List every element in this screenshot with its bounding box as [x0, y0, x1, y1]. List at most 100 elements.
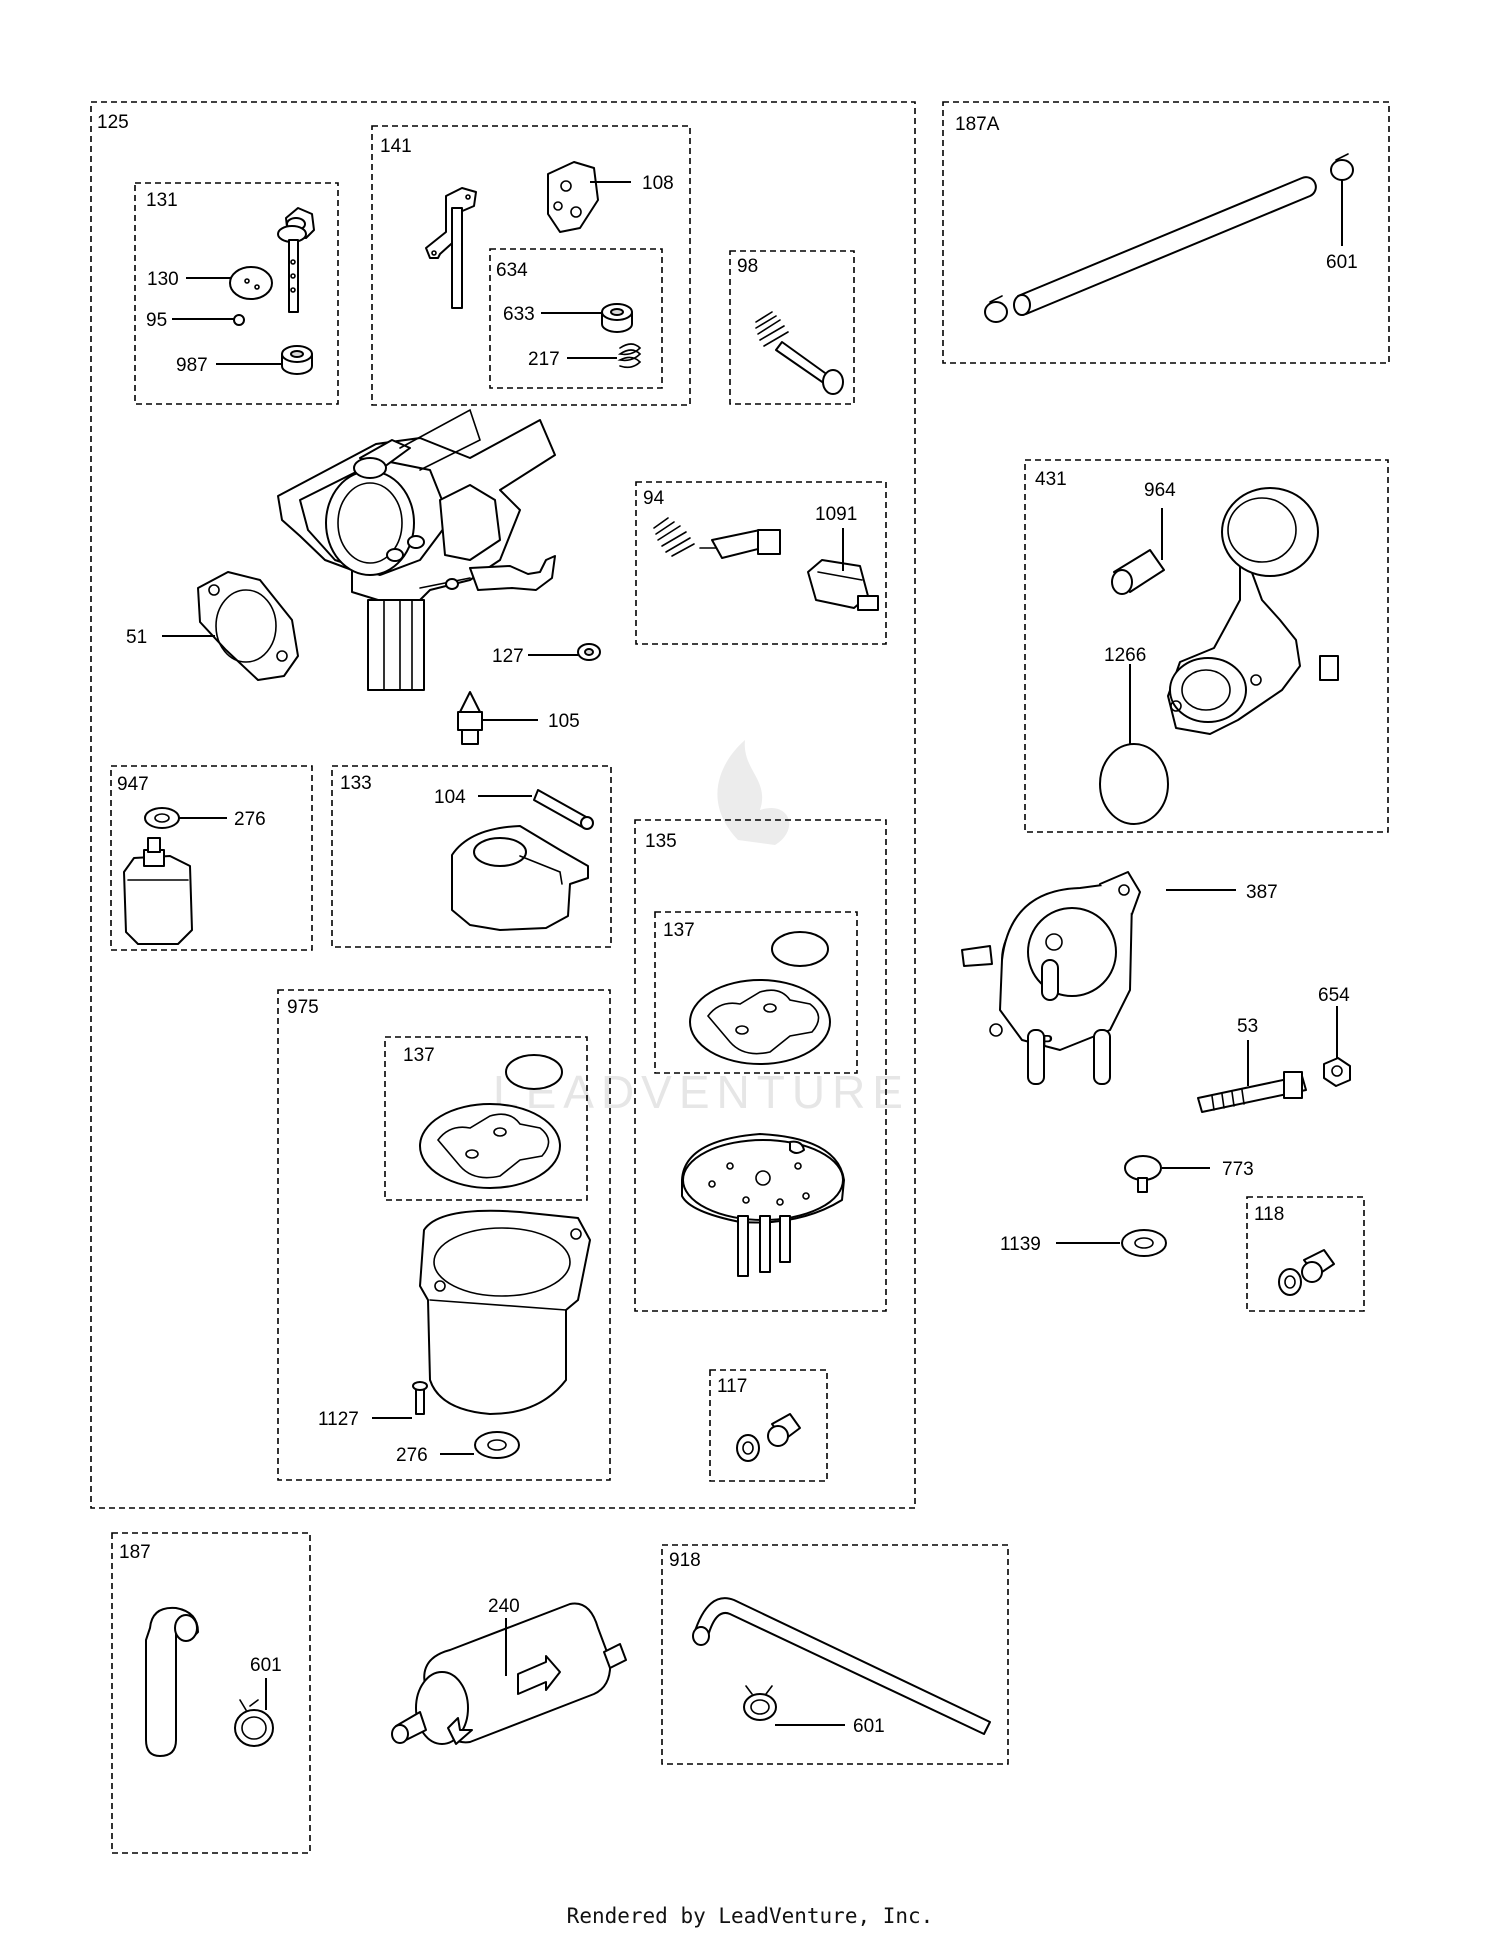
part-95-screw — [233, 314, 245, 326]
group-label-133: 133 — [340, 773, 372, 794]
group-label-137-lower: 137 — [403, 1045, 435, 1066]
group-box-131 — [134, 182, 339, 405]
group-box-117 — [709, 1369, 828, 1482]
callout-104: 104 — [434, 787, 466, 808]
group-label-125: 125 — [97, 112, 129, 133]
group-box-125 — [90, 101, 916, 1509]
group-box-137-upper — [654, 911, 858, 1074]
part-964-sleeve — [1111, 549, 1165, 595]
part-98-idle-screw — [755, 311, 844, 395]
group-label-634: 634 — [496, 260, 528, 281]
part-431-intake-elbow — [1167, 487, 1339, 735]
svg-text:P: P — [1042, 1033, 1053, 1050]
part-918-fuel-line — [692, 1597, 991, 1735]
part-51-gasket — [197, 571, 299, 681]
group-label-94: 94 — [643, 488, 665, 509]
part-carburetor-body — [277, 408, 556, 691]
part-130-choke-plate — [229, 266, 273, 300]
part-601-clamp-187A-left — [984, 295, 1008, 323]
callout-276-upper: 276 — [234, 809, 266, 830]
callout-240: 240 — [488, 1596, 520, 1617]
part-1266-o-ring — [1099, 743, 1169, 825]
group-label-918: 918 — [669, 1550, 701, 1571]
callout-1139: 1139 — [1000, 1234, 1041, 1255]
group-box-98 — [729, 250, 855, 405]
watermark: LEADVENTURE — [493, 740, 903, 1118]
part-276-washer-upper — [144, 807, 180, 829]
group-box-634 — [489, 248, 663, 389]
group-label-431: 431 — [1035, 469, 1067, 490]
group-label-131: 131 — [146, 190, 178, 211]
group-label-141: 141 — [380, 136, 412, 157]
callout-217: 217 — [528, 349, 560, 370]
group-label-975: 975 — [287, 997, 319, 1018]
group-label-98: 98 — [737, 256, 758, 277]
leader-lines — [162, 180, 1343, 1726]
part-217-spring — [617, 343, 642, 369]
group-box-94 — [635, 481, 887, 645]
callout-labels: 108 130 95 987 633 217 1091 51 127 105 2… — [126, 173, 1358, 1737]
group-label-117: 117 — [717, 1376, 747, 1397]
group-box-975 — [277, 989, 611, 1481]
callout-276-lower: 276 — [396, 1445, 428, 1466]
callout-127: 127 — [492, 646, 524, 667]
part-118-plug — [1301, 1249, 1335, 1283]
part-108-throttle-plate — [547, 161, 599, 233]
part-975-float-bowl — [419, 1209, 591, 1415]
group-label-135: 135 — [645, 831, 677, 852]
group-box-918 — [661, 1544, 1009, 1765]
callout-601-187: 601 — [250, 1655, 282, 1676]
callout-95: 95 — [146, 310, 167, 331]
part-118-washer — [1278, 1268, 1302, 1296]
part-94-mixture-screw — [699, 529, 781, 559]
part-601-clamp-918 — [743, 1685, 777, 1721]
part-135-fuel-pump-plate — [681, 1133, 845, 1277]
callout-1266: 1266 — [1104, 645, 1146, 666]
part-53-stud — [1197, 1071, 1307, 1113]
part-131-choke-shaft — [277, 207, 315, 313]
part-654-nut — [1323, 1057, 1351, 1087]
part-947-solenoid-bowl — [123, 837, 193, 945]
part-105-needle — [457, 691, 483, 745]
part-987-seal — [281, 345, 313, 375]
part-117-plug — [767, 1413, 801, 1447]
group-box-187A — [942, 101, 1390, 364]
part-276-washer-lower — [474, 1431, 520, 1459]
part-387-fuel-pump: P — [961, 871, 1141, 1085]
group-label-947: 947 — [117, 774, 149, 795]
part-1127-screw — [412, 1381, 428, 1415]
callout-601-187A: 601 — [1326, 252, 1358, 273]
part-633-seal — [601, 303, 633, 333]
part-187-fuel-line — [145, 1606, 199, 1757]
footer-credit: Rendered by LeadVenture, Inc. — [566, 1904, 934, 1928]
part-133-float — [451, 825, 589, 931]
part-601-clamp-187 — [234, 1699, 274, 1747]
callout-1127: 1127 — [318, 1409, 359, 1430]
part-94-spring — [653, 517, 695, 557]
part-137-gasket-lower — [419, 1103, 561, 1189]
callout-654: 654 — [1318, 985, 1350, 1006]
group-box-431 — [1024, 459, 1389, 833]
part-127-seal — [577, 643, 601, 661]
part-137-o-ring-upper — [771, 931, 829, 967]
callout-633: 633 — [503, 304, 535, 325]
callout-964: 964 — [1144, 480, 1176, 501]
group-box-135 — [634, 819, 887, 1312]
callout-105: 105 — [548, 711, 580, 732]
group-label-187A: 187A — [955, 114, 1000, 135]
callout-601-918: 601 — [853, 1716, 885, 1737]
part-137-o-ring-lower — [505, 1054, 563, 1090]
callout-130: 130 — [147, 269, 179, 290]
group-box-141 — [371, 125, 691, 406]
part-137-gasket-upper — [689, 979, 831, 1065]
part-187A-fuel-line — [1013, 176, 1317, 316]
group-box-187 — [111, 1532, 311, 1854]
callout-1091: 1091 — [815, 504, 857, 525]
part-1139-washer — [1121, 1229, 1167, 1257]
part-1091-solenoid — [807, 559, 879, 611]
part-117-washer — [736, 1434, 760, 1462]
callout-53: 53 — [1237, 1016, 1258, 1037]
part-141-throttle-shaft — [425, 187, 477, 309]
callout-108: 108 — [642, 173, 674, 194]
